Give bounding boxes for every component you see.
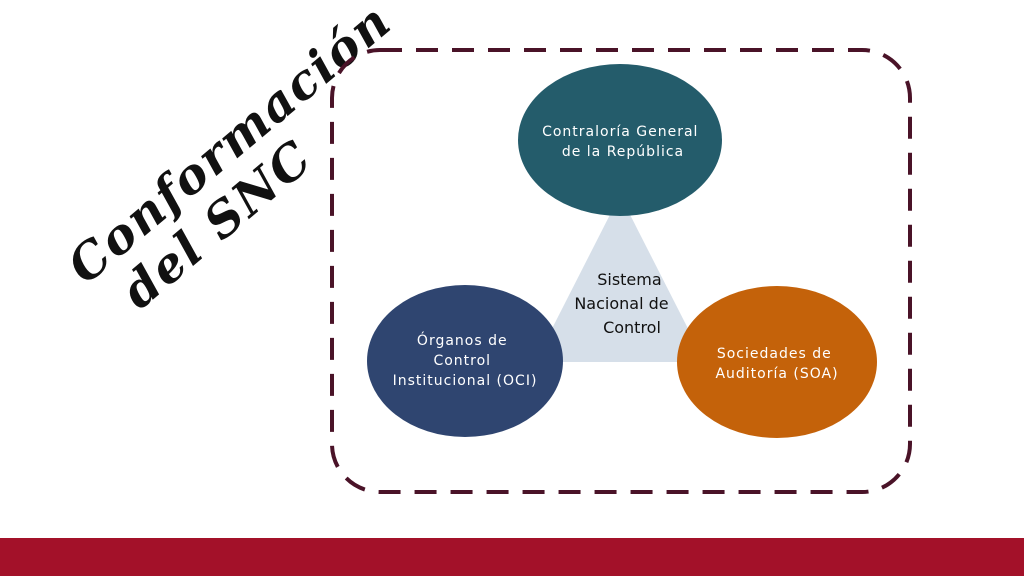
node-oci-ellipse — [367, 285, 563, 437]
node-contraloria-label: Contraloría General de la República — [542, 124, 704, 160]
center-label: Sistema Nacional de Control — [574, 270, 673, 337]
node-soa-label: Sociedades de Auditoría (SOA) — [715, 346, 838, 382]
node-oci-label: Órganos de Control Institucional (OCI) — [393, 331, 538, 389]
node-soa-line-1: Sociedades de — [717, 346, 832, 362]
node-contraloria-line-1: Contraloría General — [542, 124, 698, 140]
center-triangle — [535, 195, 705, 362]
center-label-line-2: Nacional de — [574, 294, 668, 313]
dashed-frame — [330, 48, 912, 494]
node-oci-line-3: Institucional (OCI) — [393, 373, 538, 389]
node-contraloria-ellipse — [518, 64, 722, 216]
center-label-line-1: Sistema — [597, 270, 661, 289]
node-contraloria-line-2: de la República — [562, 144, 684, 160]
node-oci: Órganos de Control Institucional (OCI) — [367, 285, 563, 437]
node-contraloria: Contraloría General de la República — [518, 64, 722, 216]
node-oci-line-1: Órganos de — [417, 331, 508, 349]
center-label-line-3: Control — [603, 318, 661, 337]
node-soa-ellipse — [677, 286, 877, 438]
node-soa: Sociedades de Auditoría (SOA) — [677, 286, 877, 438]
node-soa-line-2: Auditoría (SOA) — [715, 366, 838, 382]
node-oci-line-2: Control — [433, 353, 491, 369]
bottom-accent-bar — [0, 538, 1024, 576]
